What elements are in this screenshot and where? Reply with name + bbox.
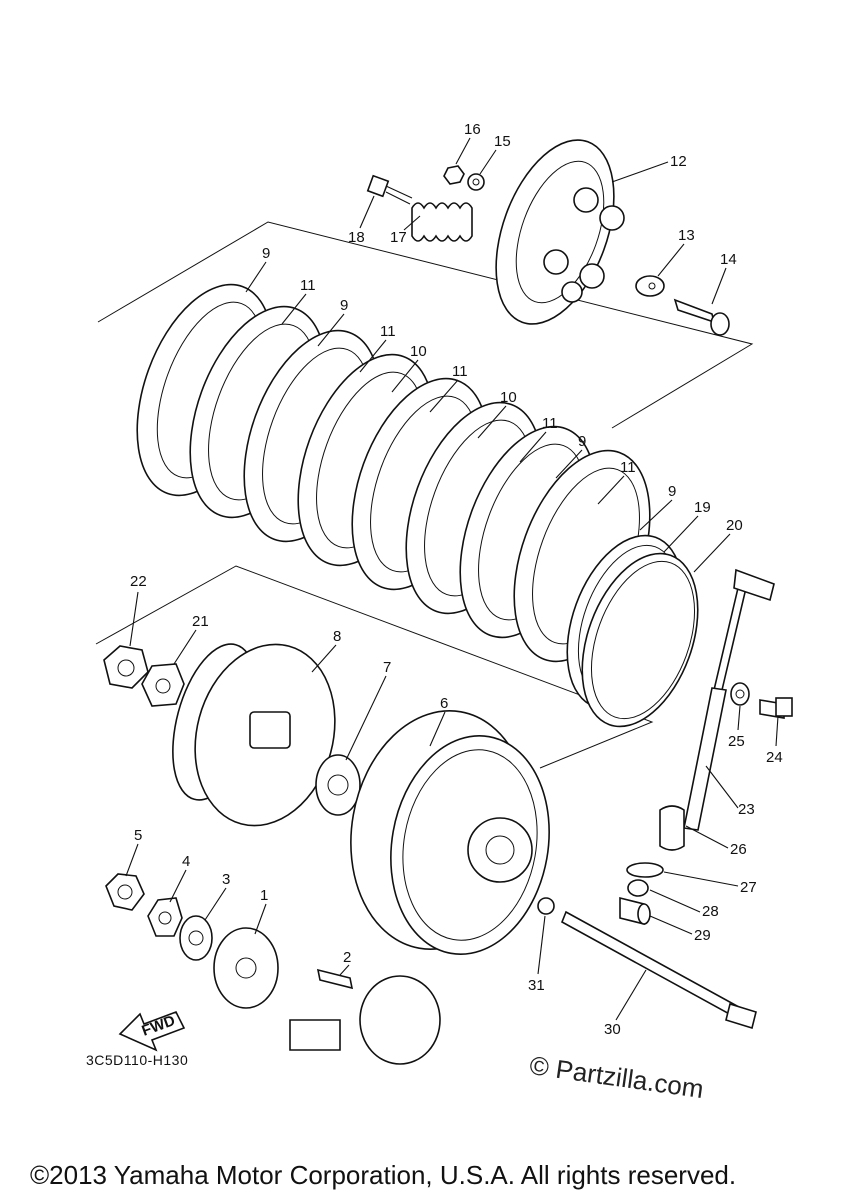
nut-16	[443, 165, 465, 185]
washer-15	[467, 173, 485, 191]
callout-10b: 10	[500, 389, 517, 406]
callout-19: 19	[694, 499, 711, 516]
primary-drive-gear	[213, 927, 279, 1009]
washer-28	[627, 879, 649, 897]
callout-15: 15	[494, 133, 511, 150]
callout-18: 18	[348, 229, 365, 246]
thrust-washer-7	[315, 754, 361, 816]
callout-27: 27	[740, 879, 757, 896]
washer-25	[730, 682, 750, 706]
callout-17: 17	[390, 229, 407, 246]
callout-11b: 11	[380, 323, 396, 340]
ball-31	[537, 897, 555, 915]
bolt-18	[366, 174, 413, 205]
callout-10a: 10	[410, 343, 427, 360]
fwd-arrow: FWD	[118, 1010, 186, 1052]
push-plate	[635, 275, 665, 297]
callout-9d: 9	[668, 483, 676, 500]
callout-13: 13	[678, 227, 695, 244]
woodruff-key	[316, 968, 354, 990]
callout-7: 7	[383, 659, 391, 676]
lock-washer-21	[141, 663, 185, 707]
copyright-notice: ©2013 Yamaha Motor Corporation, U.S.A. A…	[30, 1160, 737, 1190]
seat-plate	[581, 552, 699, 728]
callout-21: 21	[192, 613, 209, 630]
callout-12: 12	[670, 153, 687, 170]
bolt-24	[759, 697, 793, 719]
callout-20: 20	[726, 517, 743, 534]
callout-9b: 9	[340, 297, 348, 314]
diagram-code: 3C5D110-H130	[86, 1052, 189, 1068]
callout-30: 30	[604, 1021, 621, 1038]
callout-29: 29	[694, 927, 711, 944]
lock-washer-4	[147, 897, 183, 937]
push-lever-shaft	[683, 568, 775, 831]
callout-11c: 11	[452, 363, 468, 380]
callout-31: 31	[528, 977, 545, 994]
callout-5: 5	[134, 827, 142, 844]
hub-group-outline	[95, 565, 654, 769]
callout-2: 2	[343, 949, 351, 966]
callout-11e: 11	[620, 459, 636, 476]
spring-26	[659, 805, 685, 851]
callout-8: 8	[333, 628, 341, 645]
primary-driven-gear	[350, 710, 550, 955]
callout-1: 1	[260, 887, 268, 904]
clutch-boss	[172, 643, 336, 827]
pressure-plate	[495, 139, 625, 325]
nut-22	[103, 645, 149, 689]
push-rod-bolt	[673, 298, 730, 336]
spring-17	[411, 202, 473, 242]
callout-28: 28	[702, 903, 719, 920]
circlip-27	[626, 862, 664, 878]
crankshaft-end	[289, 975, 441, 1065]
bearing-29	[619, 896, 651, 926]
callout-23: 23	[738, 801, 755, 818]
callouts: 1 2 3 4 5 6 7 8 9 9 9 9 10 10 11 11 11 1…	[125, 121, 783, 1038]
callout-16: 16	[464, 121, 481, 138]
callout-6: 6	[440, 695, 448, 712]
callout-11d: 11	[542, 415, 558, 432]
callout-9c: 9	[578, 433, 586, 450]
callout-9a: 9	[262, 245, 270, 262]
callout-22: 22	[130, 573, 147, 590]
callout-4: 4	[182, 853, 190, 870]
washer-3	[179, 915, 213, 961]
callout-25: 25	[728, 733, 745, 750]
callout-24: 24	[766, 749, 783, 766]
callout-11a: 11	[300, 277, 316, 294]
callout-26: 26	[730, 841, 747, 858]
callout-3: 3	[222, 871, 230, 888]
callout-14: 14	[720, 251, 737, 268]
push-rod-30	[560, 910, 757, 1030]
nut-5	[105, 873, 145, 911]
